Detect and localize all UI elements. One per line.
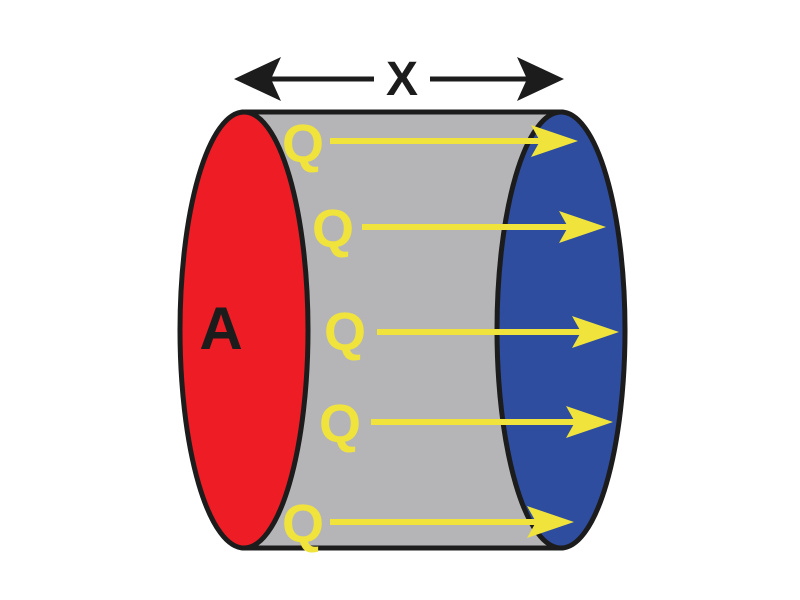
heat-arrowhead-icon	[572, 316, 619, 348]
heat-label: Q	[282, 114, 324, 174]
area-label: A	[199, 295, 242, 362]
heat-label: Q	[312, 199, 354, 259]
heat-arrowhead-icon	[566, 406, 613, 438]
heat-flow-arrows: Q Q Q Q Q	[282, 114, 619, 554]
heat-arrow-3: Q	[324, 302, 619, 362]
left-arrowhead-icon	[234, 57, 281, 101]
heat-label: Q	[319, 394, 361, 454]
heat-arrow-2: Q	[312, 199, 606, 259]
heat-arrow-4: Q	[319, 394, 613, 454]
thickness-dimension-arrow: X	[234, 53, 564, 106]
heat-arrow-1: Q	[282, 114, 578, 174]
heat-arrowhead-icon	[531, 125, 578, 157]
heat-arrowhead-icon	[559, 211, 606, 243]
heat-arrowhead-icon	[527, 506, 574, 538]
cylinder-left-face	[177, 109, 311, 551]
thickness-label: X	[386, 53, 418, 106]
right-arrowhead-icon	[517, 57, 564, 101]
heat-arrow-5: Q	[282, 494, 574, 554]
heat-label: Q	[282, 494, 324, 554]
heat-label: Q	[324, 302, 366, 362]
